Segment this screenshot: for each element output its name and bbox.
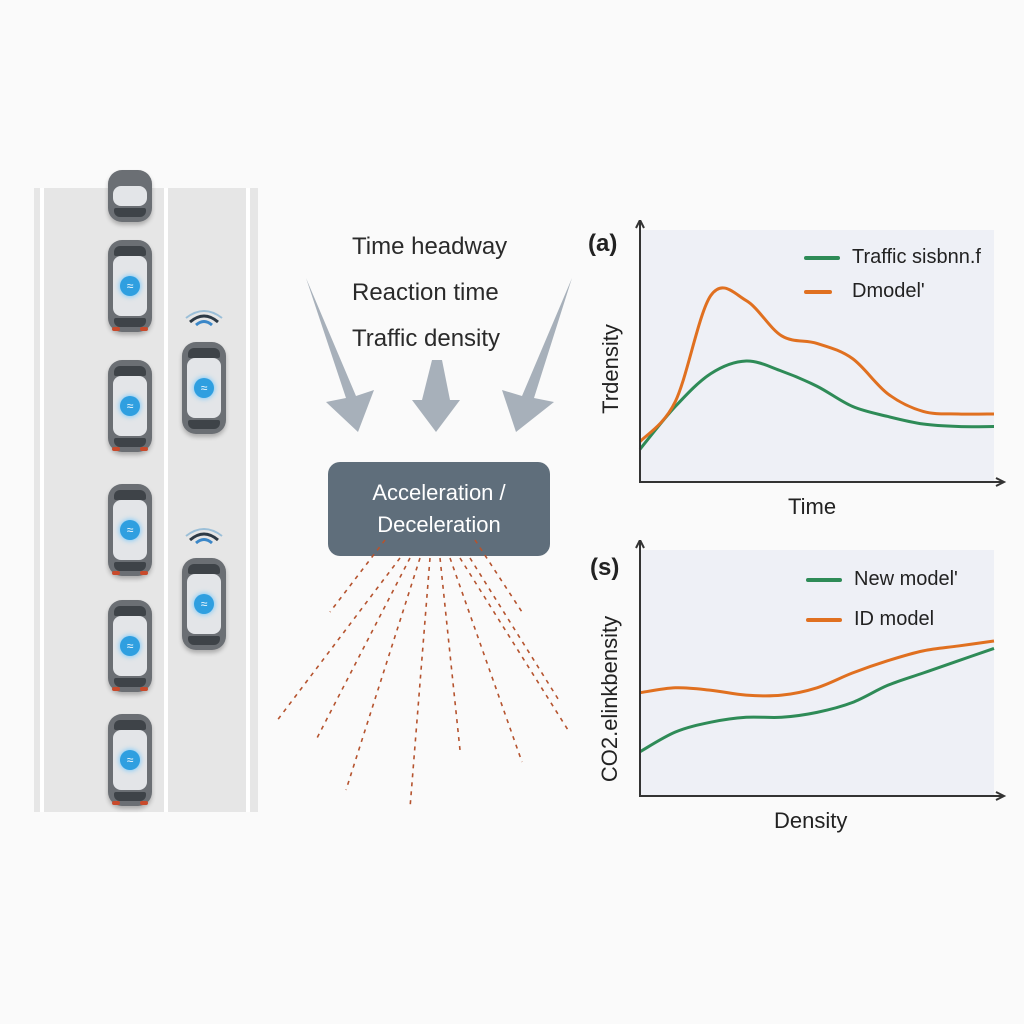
legend-item-a2: Dmodel'	[804, 280, 925, 303]
connected-vehicle-badge-icon: ≈	[120, 520, 140, 540]
legend-label: Dmodel'	[852, 280, 925, 302]
plot-background	[640, 230, 994, 482]
factor-traffic-density: Traffic density	[352, 325, 501, 352]
series-line-0	[639, 646, 995, 754]
wifi-signal-icon	[185, 528, 223, 545]
series-line-1	[639, 639, 995, 698]
x-axis-arrowhead	[995, 791, 1007, 801]
x-axis-label-s: Density	[774, 808, 848, 833]
x-axis-label-a: Time	[788, 494, 837, 519]
road-edge-right	[246, 188, 250, 812]
legend-item-s2: ID model	[806, 608, 934, 631]
y-axis-arrowhead	[635, 540, 645, 549]
legend-label: ID model	[854, 608, 935, 630]
converging-arrows	[306, 278, 572, 432]
car-icon: ≈	[108, 600, 152, 692]
arrow-left	[306, 278, 374, 432]
car-icon	[108, 170, 152, 222]
plot-background	[640, 550, 994, 796]
legend-swatch-green	[806, 577, 842, 582]
connected-vehicle-badge-icon: ≈	[194, 594, 214, 614]
acceleration-deceleration-box: Acceleration / Deceleration	[328, 462, 550, 556]
chart-s	[635, 540, 1007, 801]
legend-label: Traffic sisbnn.f	[852, 246, 981, 268]
car-icon: ≈	[108, 714, 152, 806]
series-line-1	[638, 286, 995, 443]
connected-vehicle-badge-icon: ≈	[120, 396, 140, 416]
car-icon: ≈	[108, 240, 152, 332]
wifi-signal-icon	[185, 310, 223, 327]
arrow-right	[502, 278, 572, 432]
connected-vehicle-badge-icon: ≈	[194, 378, 214, 398]
connected-vehicle-badge-icon: ≈	[120, 636, 140, 656]
factor-reaction-time: Reaction time	[352, 279, 499, 306]
box-line-2: Deceleration	[377, 512, 501, 537]
panel-label-s: (s)	[590, 554, 620, 581]
car-icon: ≈	[108, 484, 152, 576]
panel-label-a: (a)	[588, 230, 618, 257]
legend-label: New model'	[854, 568, 958, 590]
factor-time-headway: Time headway	[352, 233, 508, 260]
box-line-1: Acceleration /	[372, 480, 506, 505]
series-line-0	[638, 359, 995, 451]
arrow-center	[412, 360, 460, 432]
legend-item-s1: New model'	[806, 568, 958, 591]
road-edge-left	[40, 188, 44, 812]
connected-vehicle-badge-icon: ≈	[120, 276, 140, 296]
connected-vehicle-badge-icon: ≈	[120, 750, 140, 770]
x-axis-arrowhead	[995, 477, 1007, 487]
axes	[639, 222, 1002, 483]
axes	[639, 542, 1002, 797]
chart-a	[635, 220, 1007, 487]
car-icon: ≈	[182, 342, 226, 434]
car-icon: ≈	[182, 558, 226, 650]
lane-divider	[164, 188, 168, 812]
legend-swatch-orange	[804, 289, 832, 294]
legend-swatch-orange	[806, 617, 842, 622]
legend-item-a1: Traffic sisbnn.f	[804, 246, 981, 269]
car-icon: ≈	[108, 360, 152, 452]
y-axis-arrowhead	[635, 220, 645, 229]
radiating-dashes	[275, 539, 569, 809]
factor-list: Time headway Reaction time Traffic densi…	[352, 224, 507, 362]
legend-swatch-green	[804, 255, 840, 260]
